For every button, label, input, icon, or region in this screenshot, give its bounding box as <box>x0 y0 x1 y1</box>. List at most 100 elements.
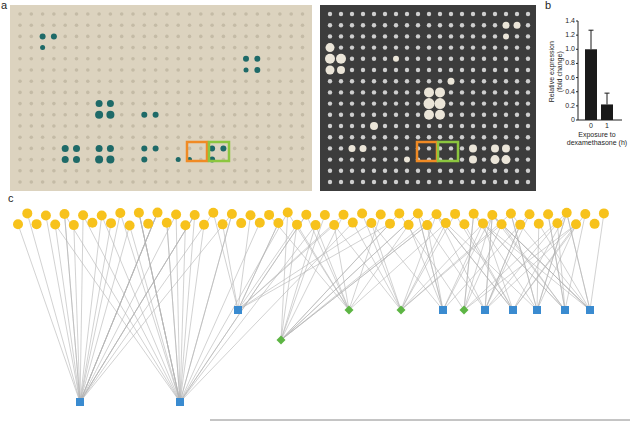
yeast-spot <box>18 147 22 151</box>
network-link <box>80 223 111 402</box>
yeast-colony <box>449 146 453 150</box>
yeast-spot <box>18 68 22 72</box>
network-link <box>238 223 278 310</box>
gene-node <box>255 218 265 228</box>
yeast-colony <box>339 90 343 94</box>
yeast-spot <box>278 12 282 16</box>
gene-node <box>580 209 590 219</box>
yeast-spot <box>143 135 147 139</box>
yeast-colony <box>405 146 409 150</box>
yeast-spot <box>41 23 45 27</box>
yeast-spot <box>143 46 147 50</box>
yeast-spot <box>255 46 259 50</box>
yeast-spot <box>97 12 101 16</box>
yeast-colony <box>427 79 431 83</box>
yeast-colony <box>460 68 464 72</box>
factor-square <box>561 306 569 314</box>
yeast-spot <box>199 57 203 61</box>
yeast-spot <box>52 169 56 173</box>
yeast-spot <box>107 145 114 152</box>
yeast-colony <box>372 57 376 61</box>
yeast-spot <box>244 12 248 16</box>
yeast-spot <box>96 100 103 107</box>
yeast-spot <box>120 102 124 106</box>
error-cap <box>605 93 610 94</box>
yeast-colony <box>339 101 343 105</box>
yeast-spot <box>63 35 67 39</box>
yeast-colony <box>405 90 409 94</box>
yeast-colony <box>482 68 486 72</box>
yeast-colony <box>372 90 376 94</box>
gene-node <box>413 208 423 218</box>
yeast-spot <box>154 180 158 184</box>
yeast-spot <box>120 158 124 162</box>
axis-title: Relative expression (fold change) <box>548 38 563 106</box>
highlight-box <box>417 142 437 161</box>
yeast-colony <box>326 43 335 52</box>
yeast-colony <box>449 45 453 49</box>
yeast-spot <box>120 57 124 61</box>
yeast-spot <box>199 124 203 128</box>
yeast-spot <box>63 124 67 128</box>
yeast-colony <box>514 22 521 29</box>
yeast-colony <box>394 45 398 49</box>
yeast-colony <box>504 101 508 105</box>
yeast-colony <box>482 23 486 27</box>
yeast-spot <box>120 113 124 117</box>
yeast-colony <box>394 12 398 16</box>
tick-label: 1.4 <box>565 17 575 25</box>
yeast-spot <box>30 124 34 128</box>
tick-label: 0 <box>571 116 575 124</box>
yeast-spot <box>131 135 135 139</box>
axis-tick <box>576 105 578 106</box>
yeast-spot <box>255 91 259 95</box>
yeast-spot <box>143 79 147 83</box>
yeast-spot <box>255 135 259 139</box>
network-link <box>55 225 80 402</box>
yeast-colony <box>493 23 497 27</box>
yeast-colony <box>471 180 475 184</box>
yeast-spot <box>63 46 67 50</box>
factor-diamond <box>277 336 286 345</box>
gene-node <box>515 220 525 230</box>
yeast-colony <box>328 79 332 83</box>
yeast-colony <box>328 180 332 184</box>
network-link <box>590 213 604 310</box>
yeast-spot <box>233 180 237 184</box>
yeast-spot <box>301 23 305 27</box>
yeast-spot <box>244 158 248 162</box>
yeast-colony <box>471 79 475 83</box>
network-link <box>180 225 185 402</box>
yeast-spot <box>233 102 237 106</box>
yeast-spot <box>199 12 203 16</box>
yeast-spot <box>289 46 293 50</box>
yeast-spot <box>52 124 56 128</box>
yeast-spot <box>131 46 135 50</box>
network-link <box>80 214 232 402</box>
yeast-spot <box>41 12 45 16</box>
network-link <box>139 213 180 402</box>
yeast-colony <box>482 12 486 16</box>
yeast-spot <box>301 135 305 139</box>
yeast-spot <box>233 135 237 139</box>
network-link <box>537 224 576 310</box>
yeast-spot <box>18 91 22 95</box>
yeast-spot <box>267 158 271 162</box>
yeast-spot <box>301 35 305 39</box>
yeast-colony <box>482 79 486 83</box>
yeast-spot <box>154 46 158 50</box>
yeast-colony <box>526 157 530 161</box>
yeast-colony <box>504 79 508 83</box>
yeast-colony <box>504 12 508 16</box>
yeast-spot <box>210 91 214 95</box>
yeast-spot <box>301 124 305 128</box>
gene-node <box>459 219 469 229</box>
network-link <box>180 214 232 402</box>
network-link <box>27 213 80 402</box>
network-link <box>539 224 590 310</box>
yeast-spot <box>176 68 180 72</box>
yeast-spot <box>63 23 67 27</box>
yeast-spot <box>40 33 46 39</box>
yeast-spot <box>188 79 192 83</box>
